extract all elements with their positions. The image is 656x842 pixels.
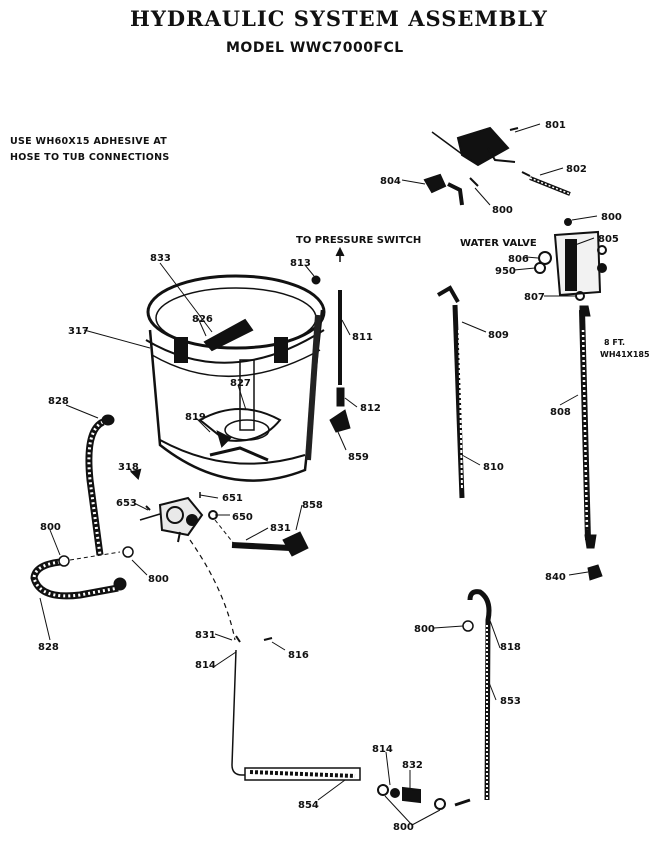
- hose-length-callout: 8 FT.: [604, 338, 625, 347]
- part-label-804: 804: [380, 176, 401, 187]
- part-label-653: 653: [116, 498, 137, 509]
- part-label-806: 806: [508, 254, 529, 265]
- part-label-800: 800: [492, 205, 513, 216]
- part-label-831: 831: [195, 630, 216, 641]
- part-label-858: 858: [302, 500, 323, 511]
- part-label-810: 810: [483, 462, 504, 473]
- part-label-814: 814: [195, 660, 216, 671]
- bottom-fittings: [377, 784, 471, 810]
- part-label-800: 800: [148, 574, 169, 585]
- part-label-808: 808: [550, 407, 571, 418]
- left-hoses: [30, 414, 134, 600]
- part-label-814: 814: [372, 744, 393, 755]
- fill-hose-right: [579, 305, 603, 581]
- part-label-826: 826: [192, 314, 213, 325]
- pressure-switch-callout: TO PRESSURE SWITCH: [296, 235, 421, 246]
- part-label-816: 816: [288, 650, 309, 661]
- tub-assembly: [145, 274, 326, 482]
- model-number: MODEL WWC7000FCL: [226, 40, 404, 56]
- water-valve-callout: WATER VALVE: [460, 238, 537, 249]
- part-label-818: 818: [500, 642, 521, 653]
- fill-hose-middle: [436, 285, 465, 499]
- leader-lines: [39, 123, 598, 826]
- part-label-811: 811: [352, 332, 373, 343]
- part-label-807: 807: [524, 292, 545, 303]
- part-label-819: 819: [185, 412, 206, 423]
- pressure-hose: [311, 246, 351, 433]
- part-label-650: 650: [232, 512, 253, 523]
- adhesive-note-line-2: HOSE TO TUB CONNECTIONS: [10, 152, 170, 163]
- hose-part-callout: WH41X185: [600, 350, 650, 359]
- part-label-802: 802: [566, 164, 587, 175]
- part-label-854: 854: [298, 800, 319, 811]
- part-label-318: 318: [118, 462, 139, 473]
- part-label-831: 831: [270, 523, 291, 534]
- part-label-832: 832: [402, 760, 423, 771]
- drain-hose-path: [189, 539, 361, 781]
- part-label-805: 805: [598, 234, 619, 245]
- adhesive-note-line-1: USE WH60X15 ADHESIVE AT: [10, 136, 168, 147]
- adhesive-note: USE WH60X15 ADHESIVE AT HOSE TO TUB CONN…: [10, 134, 169, 166]
- part-label-859: 859: [348, 452, 369, 463]
- part-label-827: 827: [230, 378, 251, 389]
- part-label-801: 801: [545, 120, 566, 131]
- part-label-651: 651: [222, 493, 243, 504]
- pump-assembly: [130, 468, 218, 543]
- part-label-950: 950: [495, 266, 516, 277]
- part-label-800: 800: [601, 212, 622, 223]
- part-label-800: 800: [40, 522, 61, 533]
- diagram-title: HYDRAULIC SYSTEM ASSEMBLY: [130, 6, 548, 31]
- pump-outlet-hose: [214, 519, 309, 557]
- part-label-317: 317: [68, 326, 89, 337]
- part-label-813: 813: [290, 258, 311, 269]
- drain-hose-right: [462, 589, 492, 801]
- part-label-840: 840: [545, 572, 566, 583]
- part-label-800: 800: [414, 624, 435, 635]
- part-label-812: 812: [360, 403, 381, 414]
- part-label-809: 809: [488, 330, 509, 341]
- tub-inlet-assembly: [423, 126, 571, 206]
- water-valve: [534, 218, 607, 301]
- part-label-828: 828: [38, 642, 59, 653]
- part-label-853: 853: [500, 696, 521, 707]
- part-label-833: 833: [150, 253, 171, 264]
- part-label-800: 800: [393, 822, 414, 833]
- part-label-828: 828: [48, 396, 69, 407]
